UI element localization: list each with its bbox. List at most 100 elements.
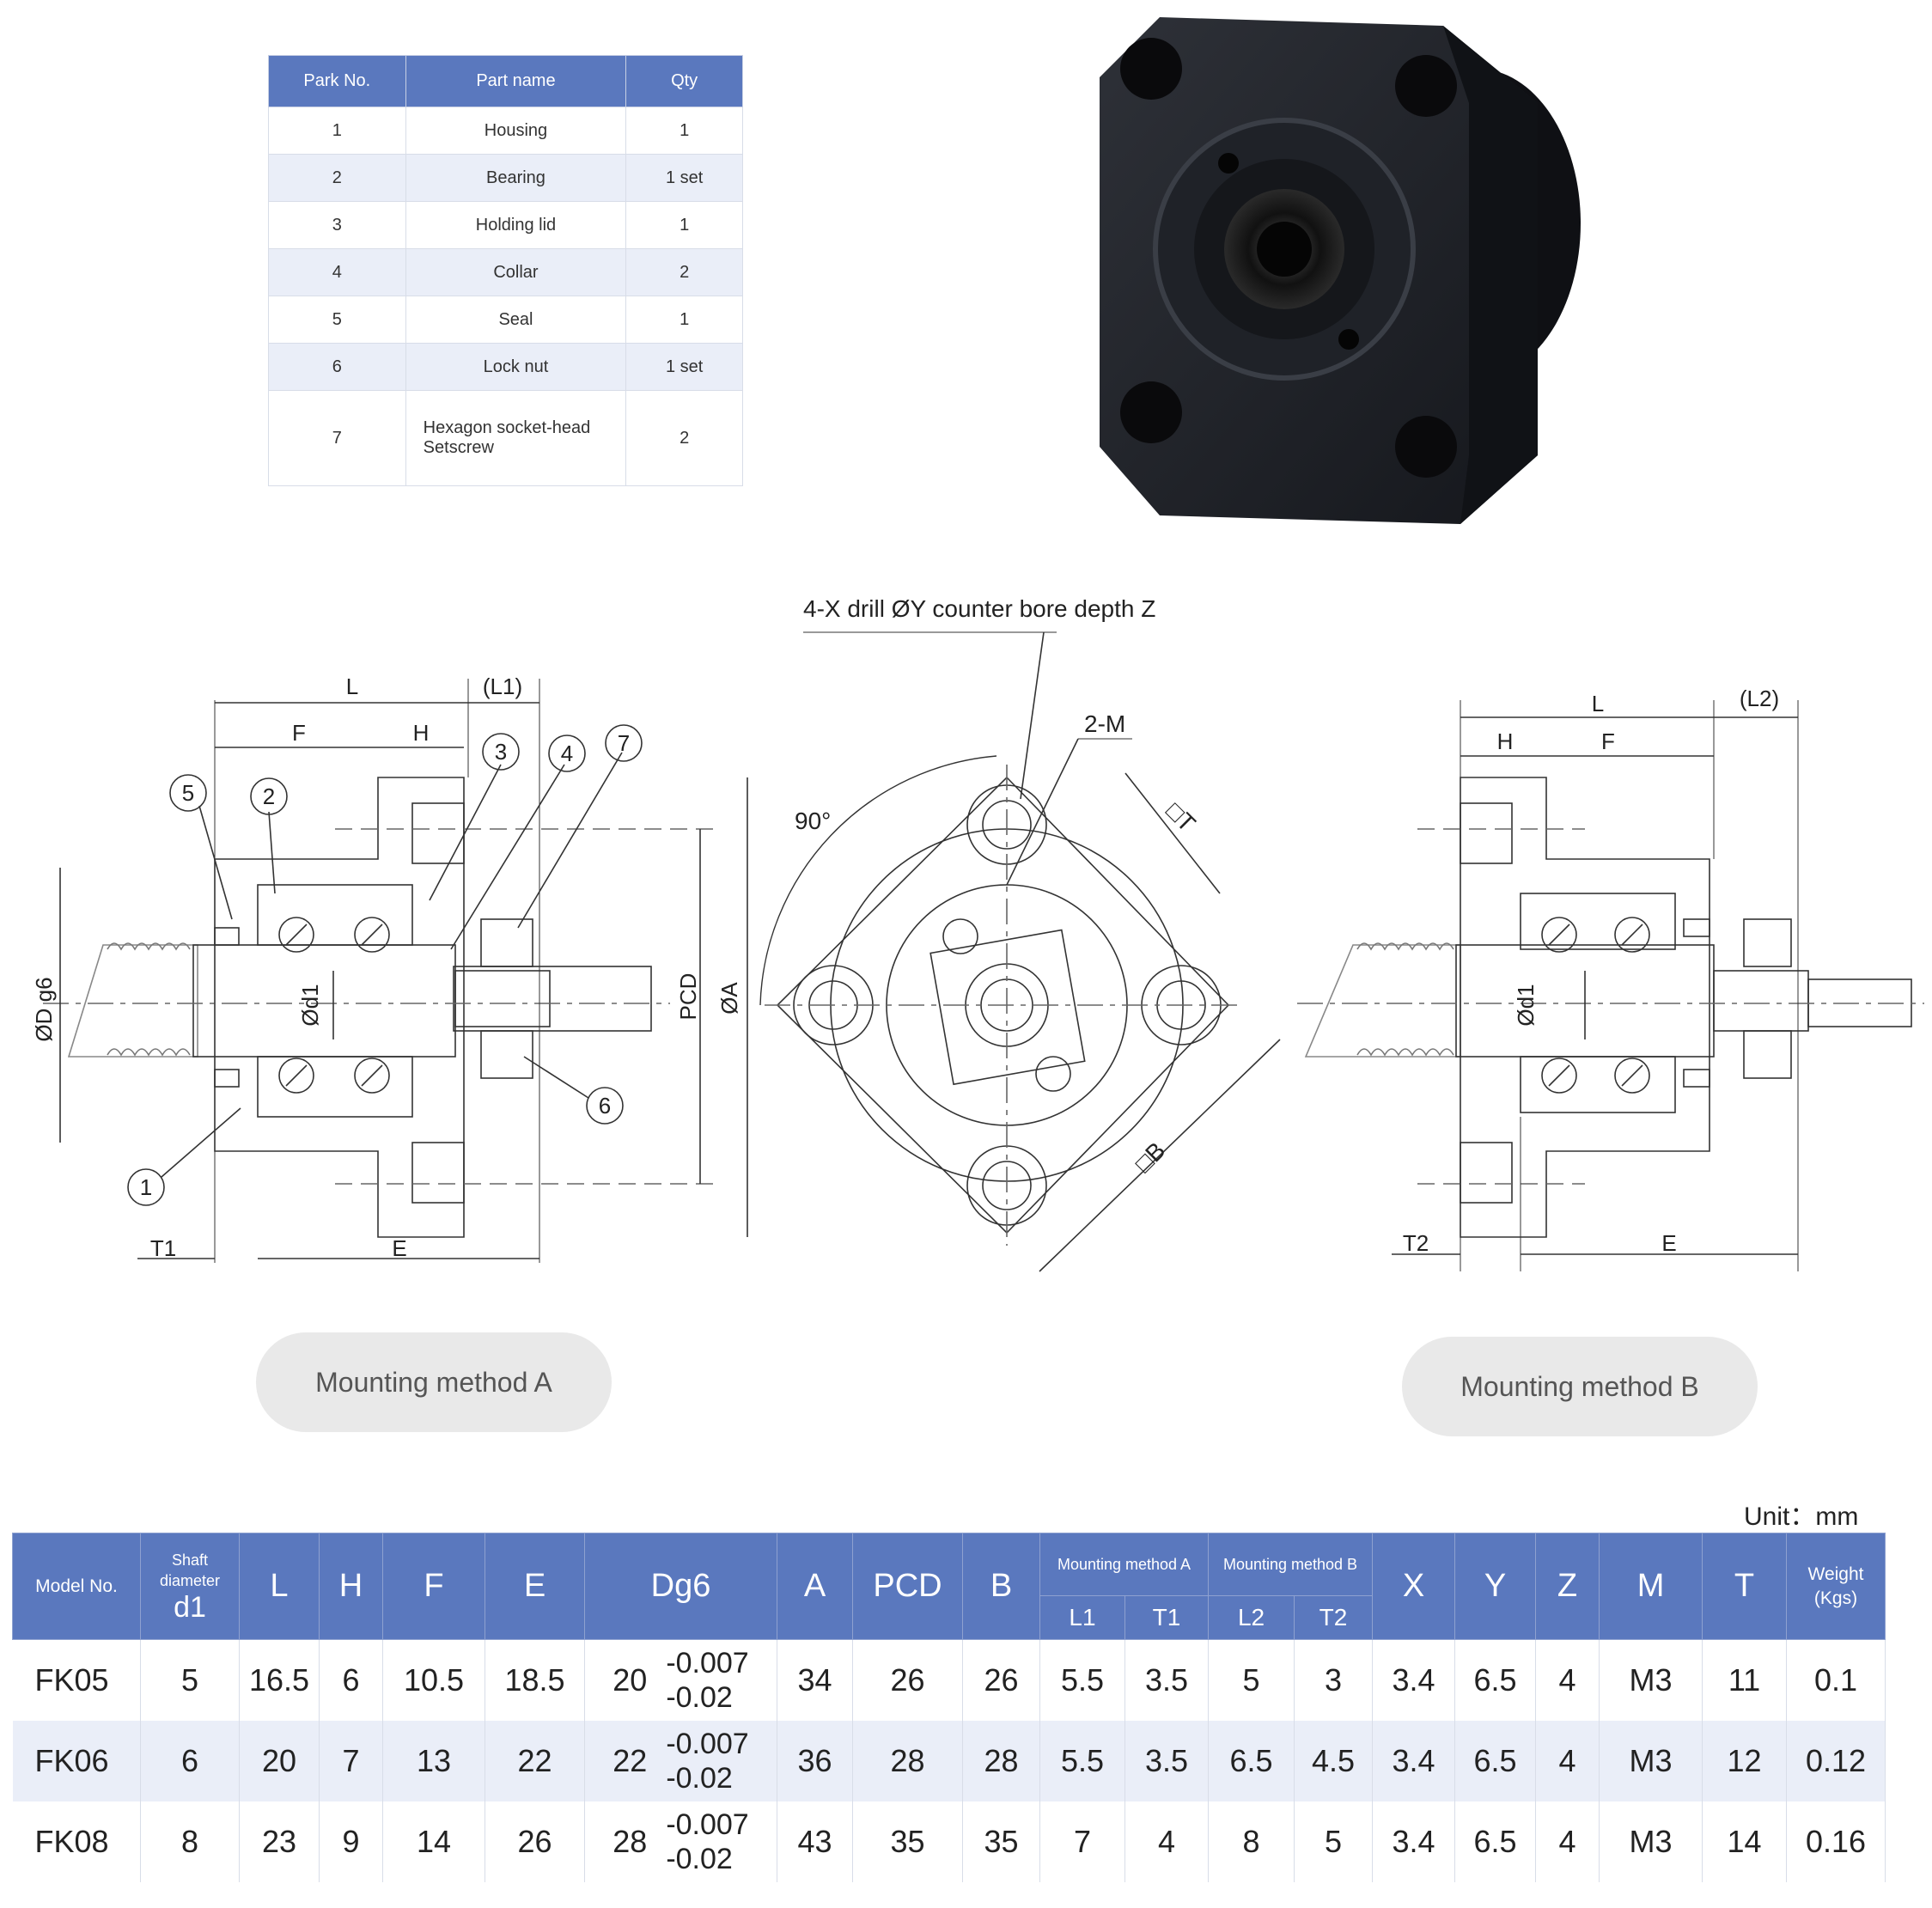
cell-L1: 7 <box>1039 1801 1125 1882</box>
part-name: Housing <box>405 107 627 155</box>
cell-M: M3 <box>1599 1639 1703 1721</box>
col-weight: Weight (Kgs) <box>1786 1533 1886 1640</box>
col-A: A <box>777 1533 853 1640</box>
cell-T2: 5 <box>1294 1801 1374 1882</box>
table-row: 7 Hexagon socket-head Setscrew 2 <box>268 390 743 486</box>
cell-E: 26 <box>485 1801 585 1882</box>
cell-D: 28 <box>613 1824 648 1859</box>
col-mount-a: Mounting method A <box>1039 1533 1210 1596</box>
col-shaft-line2: diameter <box>159 1571 221 1589</box>
mounting-method-a-label: Mounting method A <box>256 1332 612 1432</box>
parts-table: Park No. Part name Qty 1 Housing 1 2 Bea… <box>268 55 743 486</box>
cell-L2: 8 <box>1208 1801 1295 1882</box>
drawing-mounting-a: 5 2 3 4 7 6 1 L (L1) F H T1 E ØD g6 Ød1 … <box>31 674 748 1263</box>
cell-T1: 3.5 <box>1124 1639 1210 1721</box>
cell-E: 18.5 <box>485 1639 585 1721</box>
col-model: Model No. <box>12 1533 141 1640</box>
cell-Z: 4 <box>1535 1639 1600 1721</box>
cell-L: 16.5 <box>239 1639 320 1721</box>
dim-label-H: H <box>413 720 430 746</box>
table-row: 3 Holding lid 1 <box>268 201 743 249</box>
cell-L1: 5.5 <box>1039 1639 1125 1721</box>
table-row: FK08 8 23 9 14 26 28 -0.007-0.02 43 35 3… <box>12 1801 1886 1882</box>
cell-B: 35 <box>962 1801 1040 1882</box>
cell-PCD: 26 <box>852 1639 963 1721</box>
cell-Y: 6.5 <box>1454 1801 1537 1882</box>
col-T1: T1 <box>1124 1595 1210 1640</box>
cell-B: 28 <box>962 1721 1040 1801</box>
col-T: T <box>1702 1533 1788 1640</box>
cell-d1: 5 <box>140 1639 240 1721</box>
cell-D: 20 <box>613 1662 648 1698</box>
front-angle: 90° <box>795 808 831 834</box>
cell-A: 43 <box>777 1801 853 1882</box>
spec-table: Model No. Shaft diameter d1 L H F E Dg6 … <box>12 1533 1886 1882</box>
cell-T2: 4.5 <box>1294 1721 1374 1801</box>
cell-X: 3.4 <box>1372 1801 1456 1882</box>
dim-label-E: E <box>392 1235 406 1261</box>
col-L: L <box>239 1533 320 1640</box>
cell-tol-lower: -0.02 <box>666 1681 733 1714</box>
col-PCD: PCD <box>852 1533 963 1640</box>
table-row: 1 Housing 1 <box>268 107 743 155</box>
cell-M: M3 <box>1599 1721 1703 1801</box>
cell-H: 6 <box>319 1639 383 1721</box>
callout-3: 3 <box>495 739 507 765</box>
dim-label-F: F <box>1601 728 1615 754</box>
part-qty: 2 <box>625 390 743 486</box>
part-no: 3 <box>268 201 406 249</box>
part-name: Collar <box>405 248 627 296</box>
dim-label-L2: (L2) <box>1740 686 1779 711</box>
spec-subheader-row: L1 T1 L2 T2 <box>13 1595 1886 1640</box>
part-no: 5 <box>268 296 406 344</box>
cell-F: 13 <box>382 1721 485 1801</box>
callout-1: 1 <box>140 1174 152 1200</box>
cell-d1: 6 <box>140 1721 240 1801</box>
part-no: 1 <box>268 107 406 155</box>
table-row: FK05 5 16.5 6 10.5 18.5 20 -0.007-0.02 3… <box>12 1639 1886 1721</box>
part-no: 2 <box>268 154 406 202</box>
part-no: 7 <box>268 390 406 486</box>
cell-T1: 4 <box>1124 1801 1210 1882</box>
front-note: 4-X drill ØY counter bore depth Z <box>803 595 1155 622</box>
front-label-B: □B <box>1130 1137 1170 1177</box>
dim-label-OD: ØD g6 <box>31 977 57 1041</box>
cell-weight: 0.1 <box>1786 1639 1886 1721</box>
col-shaft: Shaft diameter d1 <box>140 1533 240 1640</box>
cell-T1: 3.5 <box>1124 1721 1210 1801</box>
cell-tol-upper: -0.007 <box>666 1808 749 1841</box>
part-name: Seal <box>405 296 627 344</box>
dim-label-L: L <box>346 674 358 699</box>
col-F: F <box>382 1533 485 1640</box>
cell-Z: 4 <box>1535 1721 1600 1801</box>
cell-T: 14 <box>1702 1801 1788 1882</box>
parts-table-header: Park No. Part name Qty <box>268 55 743 107</box>
table-row: 4 Collar 2 <box>268 248 743 296</box>
dim-label-L1: (L1) <box>483 674 522 699</box>
dim-label-H: H <box>1497 728 1514 754</box>
cell-B: 26 <box>962 1639 1040 1721</box>
cell-tol-lower: -0.02 <box>666 1762 733 1795</box>
cell-X: 3.4 <box>1372 1721 1456 1801</box>
col-E: E <box>485 1533 585 1640</box>
cell-T: 12 <box>1702 1721 1788 1801</box>
drawing-mounting-b: L (L2) H F T2 E Ød1 <box>1297 686 1924 1271</box>
mounting-method-b-label: Mounting method B <box>1402 1337 1758 1436</box>
col-L1: L1 <box>1039 1595 1125 1640</box>
cell-T2: 3 <box>1294 1639 1374 1721</box>
dim-label-T1: T1 <box>150 1235 176 1261</box>
col-weight-line2: (Kgs) <box>1813 1588 1858 1608</box>
cell-A: 36 <box>777 1721 853 1801</box>
col-H: H <box>319 1533 383 1640</box>
col-B: B <box>962 1533 1040 1640</box>
dim-label-d1: Ød1 <box>1513 984 1539 1026</box>
cell-Dg6: 20 -0.007-0.02 <box>584 1639 777 1721</box>
dim-label-d1: Ød1 <box>297 984 323 1026</box>
col-T2: T2 <box>1294 1595 1374 1640</box>
cell-M: M3 <box>1599 1801 1703 1882</box>
callout-7: 7 <box>618 730 630 756</box>
part-name: Hexagon socket-head Setscrew <box>405 390 627 486</box>
table-row: FK06 6 20 7 13 22 22 -0.007-0.02 36 28 2… <box>12 1721 1886 1801</box>
cell-L2: 6.5 <box>1208 1721 1295 1801</box>
cell-H: 7 <box>319 1721 383 1801</box>
